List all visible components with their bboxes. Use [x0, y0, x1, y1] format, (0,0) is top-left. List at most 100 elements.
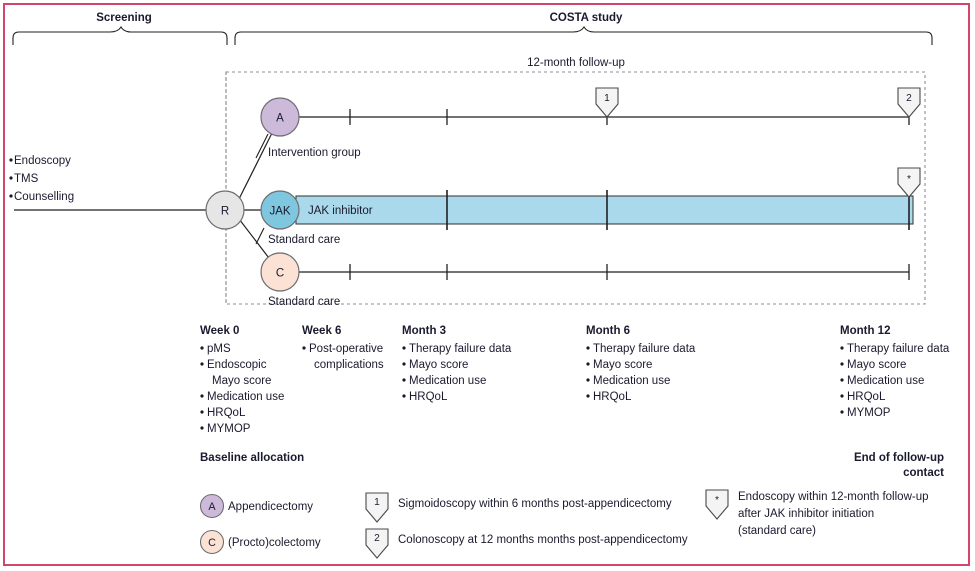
bullet-dot — [402, 394, 406, 398]
node-appendicectomy-label: A — [276, 113, 284, 125]
legend-item-colectomy: C (Procto)colectomy — [199, 529, 321, 555]
legend-circle-c-label: (Procto)colectomy — [228, 537, 321, 549]
bullet-dot — [840, 378, 844, 382]
legend-shield-1-label: Sigmoidoscopy within 6 months post-appen… — [398, 498, 672, 510]
legend-shield-asterisk-glyph: * — [715, 495, 719, 506]
brace-screening — [12, 25, 228, 45]
arm-intervention: A Intervention group 1 2 — [255, 87, 921, 159]
timepoint-week-6: Week 6 Post-operative complications — [302, 325, 384, 371]
timepoint-item: MYMOP — [207, 423, 251, 435]
screening-item-1: TMS — [14, 173, 39, 185]
connector-to-intervention — [235, 132, 273, 206]
timepoint-month-6: Month 6 Therapy failure data Mayo score … — [586, 325, 696, 403]
timepoint-item: Therapy failure data — [847, 343, 950, 355]
timepoint-month-12: Month 12 Therapy failure data Mayo score… — [840, 325, 950, 419]
screening-item-2: Counselling — [14, 191, 74, 203]
baseline-allocation-label: Baseline allocation — [200, 452, 304, 464]
legend-shield-2-glyph: 2 — [374, 533, 380, 544]
bullet-dot — [200, 394, 204, 398]
bullet-dot — [586, 346, 590, 350]
timepoint-item: Mayo score — [212, 375, 271, 387]
brace-label-screening: Screening — [96, 12, 152, 24]
marker-shield-2[interactable]: 2 — [897, 87, 921, 118]
legend-shield-2-label: Colonoscopy at 12 months months post-app… — [398, 534, 688, 546]
timepoint-item: Endoscopic — [207, 359, 267, 371]
legend-shield-1-icon — [365, 492, 389, 523]
bullet-dot — [200, 426, 204, 430]
end-of-followup-label-line1: End of follow-up — [854, 452, 944, 464]
legend-circle-c-glyph: C — [208, 537, 216, 549]
timepoint-title: Week 0 — [200, 325, 239, 337]
bullet-dot — [200, 346, 204, 350]
timepoint-item: Post-operative — [309, 343, 383, 355]
legend-shield-2-icon — [365, 528, 389, 559]
marker-shield-asterisk-label: * — [907, 174, 911, 185]
caption-leader-line — [255, 133, 269, 159]
marker-shield-asterisk[interactable]: * — [897, 167, 921, 198]
timepoint-item: HRQoL — [207, 407, 246, 419]
timepoint-item: Medication use — [593, 375, 670, 387]
timepoint-title: Month 3 — [402, 325, 446, 337]
node-jak[interactable] — [260, 190, 300, 230]
timepoint-item: HRQoL — [593, 391, 632, 403]
bullet-dot — [402, 378, 406, 382]
screening-list: Endoscopy TMS Counselling — [9, 155, 74, 203]
bullet-dot — [9, 194, 13, 198]
node-colectomy-label: C — [276, 268, 284, 280]
bullet-dot — [200, 410, 204, 414]
timepoint-title: Month 12 — [840, 325, 890, 337]
marker-shield-2-label: 2 — [906, 93, 912, 104]
brace-costa — [234, 25, 933, 45]
legend-shield-1-glyph: 1 — [374, 497, 380, 508]
legend-circle-a-glyph: A — [208, 501, 216, 513]
followup-dashed-box — [225, 71, 926, 305]
randomisation-node-label: R — [221, 206, 229, 218]
timepoint-item: HRQoL — [847, 391, 886, 403]
bullet-dot — [840, 362, 844, 366]
timepoint-item: HRQoL — [409, 391, 448, 403]
bullet-dot — [9, 176, 13, 180]
jak-inhibitor-bar-label: JAK inhibitor — [308, 205, 373, 217]
timepoint-item: Medication use — [409, 375, 486, 387]
timepoint-item: complications — [314, 359, 384, 371]
legend-shield-asterisk-line2: after JAK inhibitor initiation — [738, 508, 874, 520]
legend-shield-asterisk-line1: Endoscopy within 12-month follow-up — [738, 491, 929, 503]
timepoint-week-0: Week 0 pMS Endoscopic Mayo score Medicat… — [200, 325, 284, 435]
followup-label: 12-month follow-up — [527, 57, 625, 69]
jak-inhibitor-bar[interactable] — [295, 195, 914, 225]
legend-shield-asterisk-icon — [705, 489, 729, 520]
timepoint-title: Week 6 — [302, 325, 341, 337]
node-appendicectomy[interactable] — [260, 97, 300, 137]
bullet-dot — [402, 362, 406, 366]
arm-colectomy: C Standard care — [260, 252, 910, 308]
timepoint-item: Medication use — [207, 391, 284, 403]
arm-intervention-caption: Intervention group — [268, 147, 361, 159]
bullet-dot — [586, 378, 590, 382]
end-of-followup-label-line2: contact — [903, 467, 944, 479]
brace-label-costa: COSTA study — [550, 12, 623, 24]
legend-item-sigmoidoscopy: 1 Sigmoidoscopy within 6 months post-app… — [365, 492, 672, 523]
arm-colectomy-caption: Standard care — [268, 296, 340, 308]
marker-shield-1[interactable]: 1 — [595, 87, 619, 118]
timepoint-item: Mayo score — [847, 359, 906, 371]
caption-leader-line — [255, 227, 265, 245]
timepoint-item: Therapy failure data — [593, 343, 696, 355]
legend-circle-a-label: Appendicectomy — [228, 501, 313, 513]
bullet-dot — [840, 346, 844, 350]
randomisation-node[interactable] — [205, 190, 245, 230]
node-colectomy[interactable] — [260, 252, 300, 292]
legend-item-endoscopy: * Endoscopy within 12-month follow-up af… — [705, 489, 929, 537]
figure-border — [3, 3, 970, 566]
connector-to-colectomy — [235, 214, 273, 263]
legend-item-colonoscopy: 2 Colonoscopy at 12 months months post-a… — [365, 528, 688, 559]
timepoint-item: Mayo score — [593, 359, 652, 371]
timepoint-title: Month 6 — [586, 325, 630, 337]
bullet-dot — [402, 346, 406, 350]
legend-circle-a-icon — [199, 493, 225, 519]
legend-item-appendicectomy: A Appendicectomy — [199, 493, 313, 519]
marker-shield-1-label: 1 — [604, 93, 610, 104]
arm-jak-caption: Standard care — [268, 234, 340, 246]
timepoint-item: pMS — [207, 343, 231, 355]
